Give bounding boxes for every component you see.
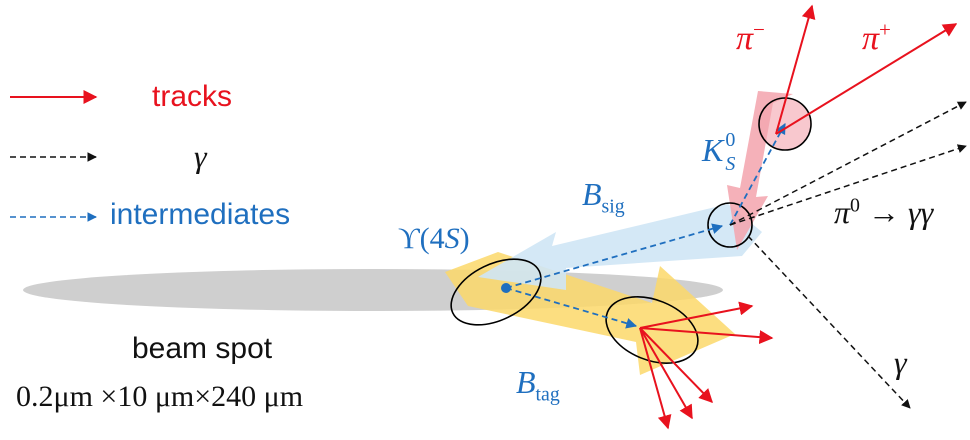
pi-plus-label: π+ (862, 17, 891, 57)
b-tag-track-1 (639, 301, 754, 329)
gamma-photon-label: γ (894, 344, 907, 380)
b-tag-band-arrow (445, 252, 735, 375)
b-tag-flight-line (505, 287, 638, 329)
pi-plus-track (775, 23, 958, 135)
upsilon-vertex-dot (501, 283, 511, 293)
photon-line-3 (747, 235, 911, 409)
b-tag-track-2 (639, 327, 774, 345)
pi-minus-track (775, 4, 816, 135)
pi-minus-label: π− (736, 17, 765, 57)
b-tag-track-4 (639, 327, 693, 420)
b-tag-decay-vertex-ellipse (605, 296, 699, 364)
legend-gamma-label: γ (194, 138, 207, 174)
b-sig-decay-vertex-circle (707, 202, 753, 248)
ks-label: K 0 S (702, 129, 736, 175)
beam-spot-label: beam spot (132, 332, 273, 365)
legend-intermediates-label: intermediates (110, 198, 291, 231)
legend-tracks-label: tracks (152, 80, 233, 113)
beam-spot-dimensions: 0.2μm ×10 μm×240 μm (16, 380, 304, 413)
upsilon-vertex-ellipse (450, 258, 542, 326)
photon-line-1 (729, 101, 967, 226)
b-sig-label: Bsig (582, 176, 625, 218)
b-tag-label: Btag (516, 364, 560, 406)
b-sig-band-arrow (478, 204, 762, 290)
b-sig-flight-line (505, 223, 724, 289)
b-tag-track-3 (639, 327, 672, 430)
ks-flight-line (729, 123, 786, 226)
pi0-decay-label: π0 → γγ (834, 194, 934, 230)
b-tag-track-5 (639, 327, 713, 404)
upsilon-label: ϒ(4S) (398, 222, 470, 255)
photon-line-2 (729, 144, 967, 226)
